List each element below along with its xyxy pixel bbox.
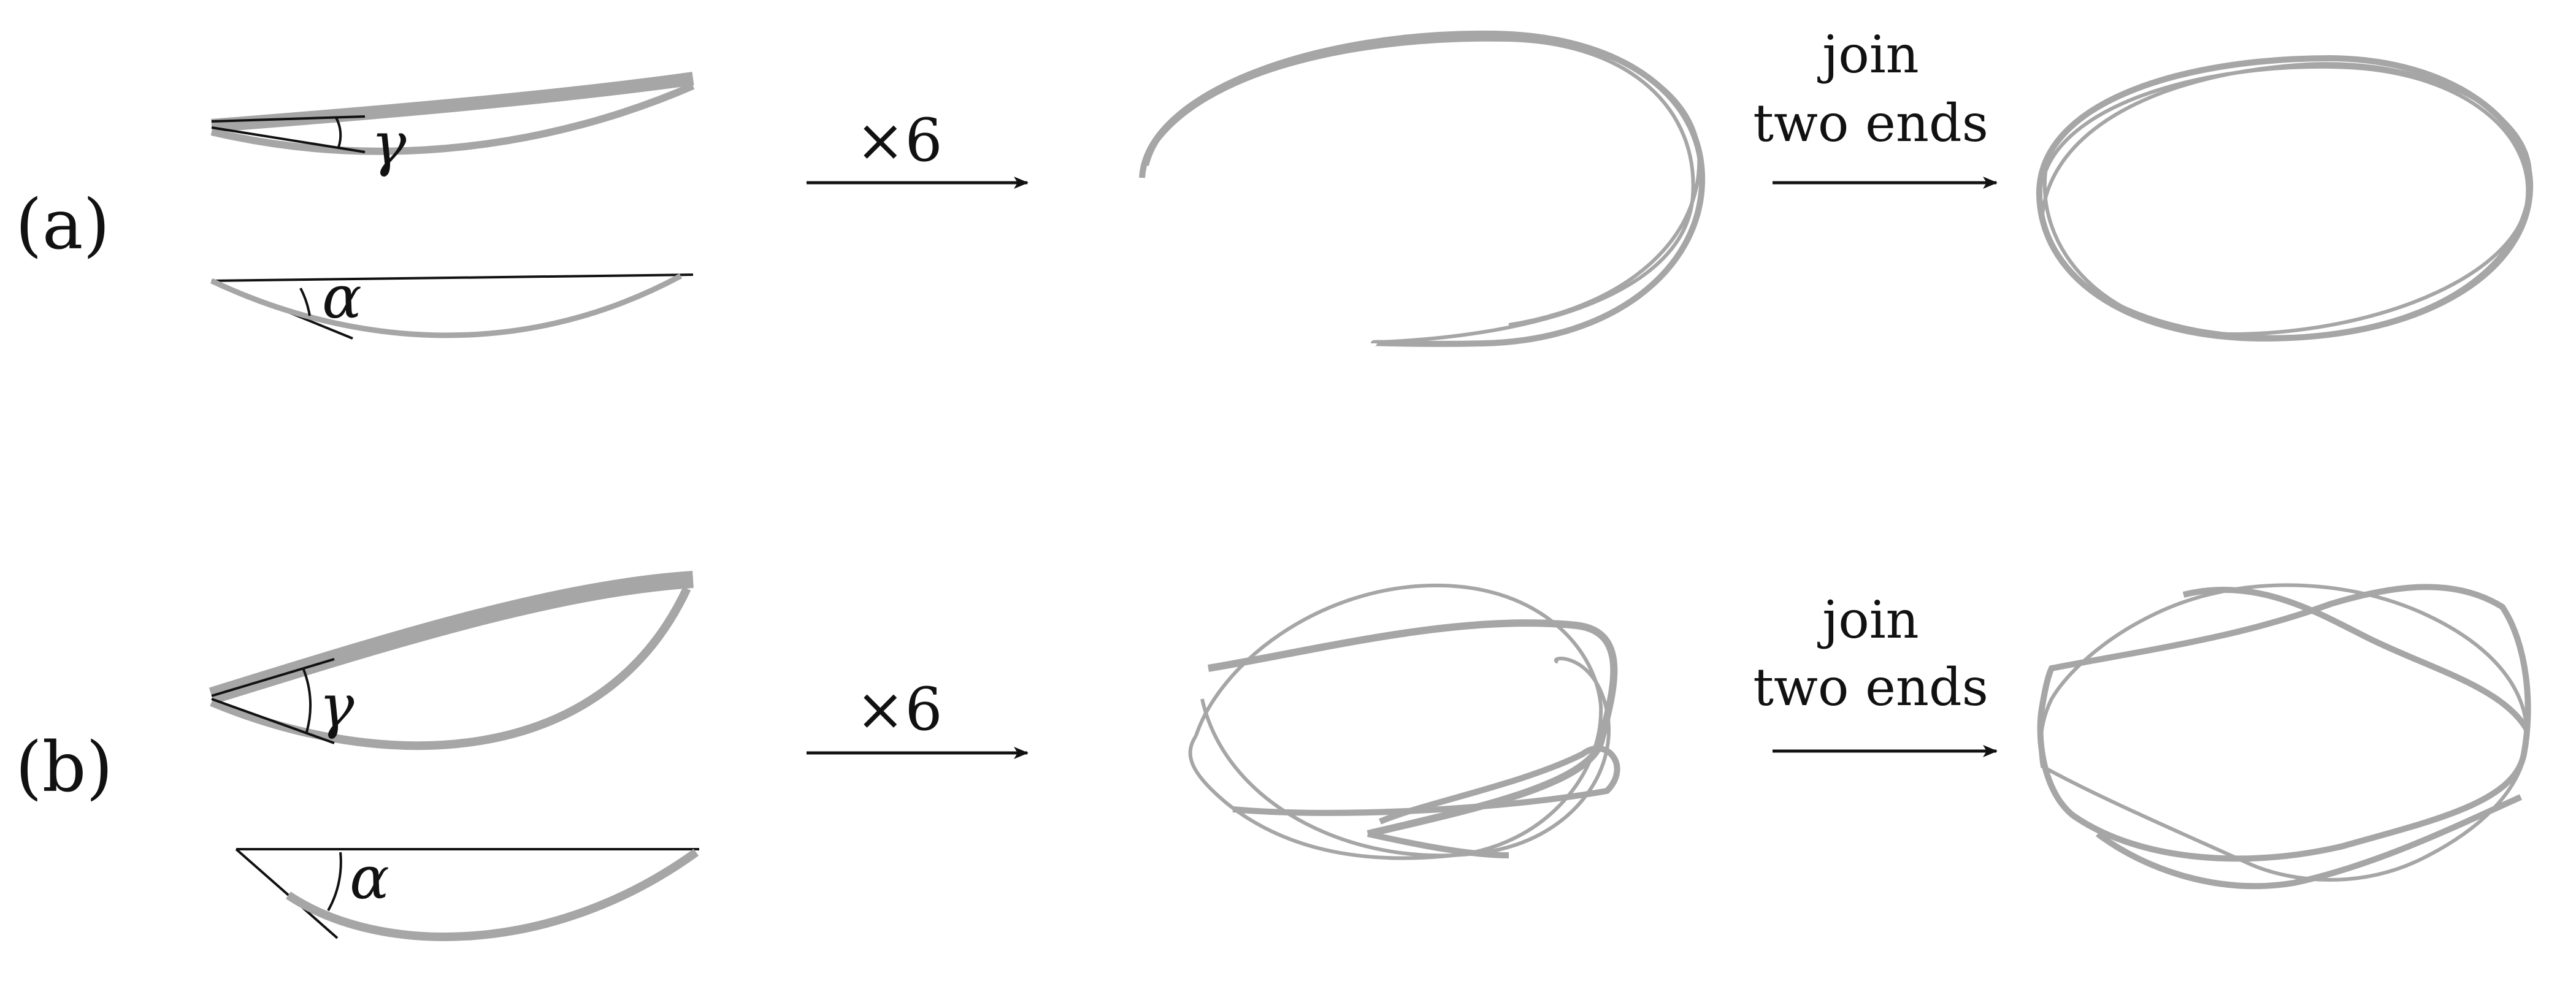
angle-ray-b-top-1 [211, 658, 335, 697]
join-label-b-line1: join [1817, 590, 1919, 650]
strip-piece-a-side: α [210, 263, 694, 340]
join-label-a-line1: join [1817, 25, 1919, 85]
angle-label-gamma-b: γ [319, 672, 355, 741]
join-arrow-b: join two ends [1753, 590, 1998, 757]
strip-piece-b-side: α [235, 844, 699, 941]
angle-ray-b-top-2 [211, 698, 335, 744]
angle-arc-gamma-a [335, 117, 342, 148]
tangent-line-b [235, 848, 339, 939]
angle-ray-a-top-2 [211, 126, 366, 153]
angle-arc-gamma-b [302, 669, 312, 733]
open-chain-b [1188, 583, 1620, 860]
row-label-a: (a) [15, 185, 110, 265]
row-a: (a) γ α ×6 [15, 25, 2534, 347]
angle-label-alpha-a: α [322, 263, 362, 332]
join-label-b-line2: two ends [1753, 657, 1988, 717]
chord-line-a [211, 273, 694, 282]
angle-arc-alpha-a [299, 288, 311, 316]
multiply-label-a: ×6 [856, 106, 943, 175]
angle-label-alpha-b: α [350, 844, 389, 912]
strip-piece-b-top: γ [209, 571, 694, 750]
row-label-b: (b) [15, 728, 113, 807]
angle-arc-alpha-b [327, 852, 342, 911]
multiply-label-b: ×6 [856, 675, 943, 744]
open-chain-a [1139, 30, 1706, 347]
angle-ray-a-top-1 [211, 115, 366, 123]
join-label-a-line2: two ends [1753, 93, 1988, 153]
multiply-arrow-a: ×6 [807, 106, 1029, 189]
row-b: (b) γ α ×6 [15, 571, 2531, 941]
multiply-arrow-b: ×6 [807, 675, 1029, 759]
strip-piece-a-top: γ [210, 72, 695, 178]
join-arrow-a: join two ends [1753, 25, 1998, 189]
angle-label-gamma-a: γ [371, 110, 407, 178]
closed-ring-b [2037, 583, 2531, 890]
closed-ring-a [2036, 55, 2534, 342]
